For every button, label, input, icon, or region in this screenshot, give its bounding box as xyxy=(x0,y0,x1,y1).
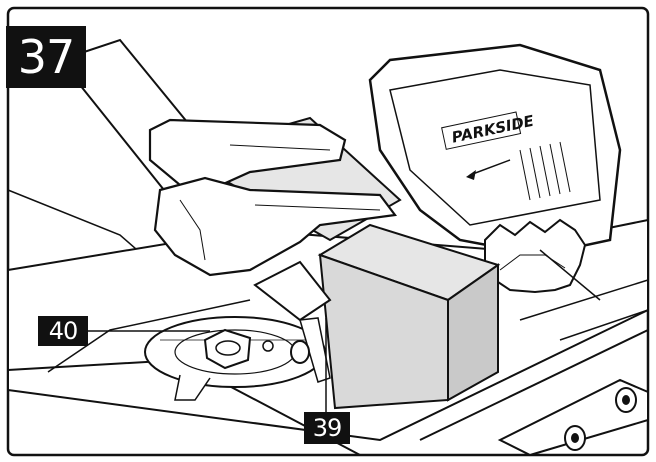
saw-blade xyxy=(484,218,587,294)
figure-number: 37 xyxy=(17,30,76,84)
workpiece xyxy=(317,223,501,410)
callout-label: 40 xyxy=(48,317,79,345)
arrow-head xyxy=(466,170,476,180)
rail-knob xyxy=(564,425,586,451)
guard-vent-lines xyxy=(519,141,571,201)
gloved-hand-upper xyxy=(148,118,347,192)
blade-guard xyxy=(368,43,622,257)
callout-badge: 39 xyxy=(304,412,350,444)
front-rail xyxy=(497,378,649,457)
gloved-hand-lower xyxy=(153,176,398,277)
blade-guard-inner xyxy=(389,69,601,226)
parallel-fence xyxy=(253,260,332,383)
callout-label: 39 xyxy=(312,414,343,442)
mitre-gauge-knob xyxy=(203,328,274,370)
riving-knife xyxy=(539,249,601,301)
table-insert-edge xyxy=(47,299,251,373)
table-front-edge xyxy=(419,329,649,441)
figure-number-badge: 37 xyxy=(6,26,86,88)
table-slots xyxy=(519,279,649,341)
direction-arrow xyxy=(469,159,511,176)
callout-badge: 40 xyxy=(38,316,88,346)
rail-knob xyxy=(615,387,637,413)
